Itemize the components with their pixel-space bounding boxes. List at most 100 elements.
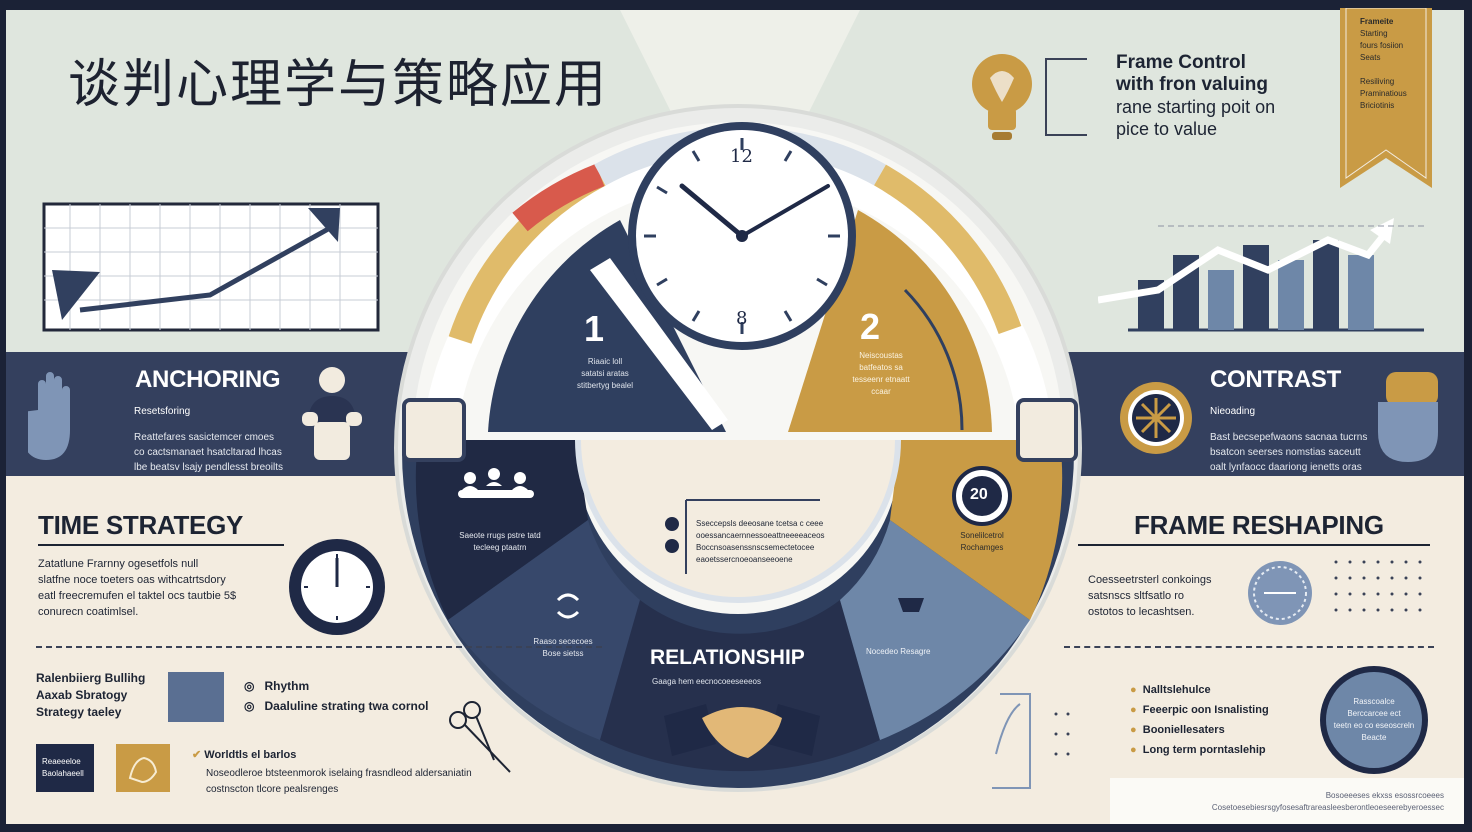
- right-dashed-divider: [1064, 646, 1434, 648]
- line-chart-icon: [42, 202, 380, 332]
- footer-line: Cosetoesebiesrsgyfosesaftrareasleesberon…: [1211, 803, 1444, 812]
- stopwatch-icon: [289, 539, 385, 635]
- frame-control-text: Frame Control with fron valuing rane sta…: [1116, 52, 1275, 140]
- bullet-list: ● Nalltslehulce ● Feeerpic oon Isnalisti…: [1130, 680, 1269, 760]
- contrast-body-line: oalt lynfaocc daariong ienetts oras: [1210, 462, 1362, 473]
- bullet-item: ● Long term porntaslehip: [1130, 740, 1269, 760]
- frame-reshaping-line: ostotos to lecashtsen.: [1088, 606, 1195, 618]
- bookmark-line: Seats: [1360, 53, 1381, 62]
- bookmark-ribbon: [1340, 8, 1432, 188]
- segment-badge-line: Rochamges: [960, 543, 1004, 552]
- bookmark-line: Resiliving: [1360, 77, 1395, 86]
- footer-line: Bosoeeeses ekxss esossrcoeees: [1325, 791, 1444, 800]
- check-icon: ✔: [192, 749, 205, 761]
- contrast-body-line: Bast becsepefwaons sacnaa tucrns: [1210, 432, 1368, 443]
- frame-reshaping-line: satsnscs sltfsatlo ro: [1088, 590, 1184, 602]
- relationship-subtitle: Gaaga hem eecnocoeeseeeos: [652, 677, 761, 686]
- sector-2-line: batfeatos sa: [859, 363, 903, 372]
- bookmark-line: fours fosiion: [1360, 41, 1404, 50]
- navy-box-label: Baolahaeell: [42, 769, 84, 778]
- segment-swirl-line: Raaso sececoes: [533, 637, 593, 646]
- bullet-dot-icon: ●: [1130, 724, 1143, 736]
- circle-badge-line: Beacte: [1361, 733, 1387, 742]
- clock-numeral-8: 8: [736, 308, 748, 329]
- anchoring-body-line: Reattefares sasictemcer cmoes: [134, 432, 275, 443]
- frame-control-line-3: rane starting poit on: [1116, 97, 1276, 117]
- anchoring-body-line: co cactsmanaet hsatcltarad lhcas: [134, 447, 282, 458]
- sector-number-2: 2: [860, 306, 881, 347]
- fist-icon: [1378, 372, 1438, 462]
- center-note-line: eaoetssercnoeoanseeoene: [696, 555, 793, 564]
- footer: Bosoeeeses ekxss esossrcoeees Cosetoeseb…: [1110, 790, 1444, 814]
- center-note-line: ooessancaernnessoeattneeeeaceos: [696, 531, 825, 540]
- relationship-title: RELATIONSHIP: [650, 646, 805, 669]
- color-swatch: [168, 672, 224, 722]
- center-note-line: Boccnsoasenssnscsemectetocee: [696, 543, 815, 552]
- frame-reshaping-underline: [1078, 544, 1430, 546]
- time-strategy-underline: [38, 544, 284, 546]
- segment-people-text: Saeote rrugs pstre tatd tecleeg ptaatrn: [440, 530, 560, 554]
- center-note: Sseccepsls deeosane tcetsa c ceee ooessa…: [696, 518, 826, 566]
- open-hand-icon: [28, 372, 70, 460]
- relationship-notes: Noseodleroe btsteenmorok iselaing frasnd…: [206, 766, 472, 798]
- segment-swirl-text: Raaso sececoes Bose sietss: [508, 636, 618, 660]
- time-strategy-line: Zatatlune Frarnny ogesetfols null: [38, 558, 199, 570]
- contrast-title: CONTRAST: [1210, 366, 1341, 393]
- frame-reshaping-body: Coesseetrsterl conkoings satsnscs sltfsa…: [1088, 572, 1212, 620]
- sector-2-text: Neiscoustas batfeatos sa tesseenr etnaat…: [836, 350, 926, 398]
- contrast-subtitle: Nieoading: [1210, 406, 1256, 417]
- frame-control-line-2: with fron valuing: [1116, 74, 1268, 95]
- lightbulb-icon: [972, 54, 1032, 140]
- segment-swirl-line: Bose sietss: [542, 649, 584, 658]
- scissors-icon: [449, 701, 511, 773]
- bookmark-line: Briciotinis: [1360, 101, 1395, 110]
- seal-badge-icon: [1248, 561, 1312, 625]
- circle-badge-text: Rasscoalce Berccarcee ect teetn eo co es…: [1330, 696, 1418, 744]
- left-dashed-divider: [36, 646, 602, 648]
- segment-cup-text: Nocedeo Resagre: [866, 647, 931, 656]
- contrast-dial-icon: [1120, 382, 1192, 454]
- legend: ◎ Rhythm ◎ Daaluline strating twa cornol: [244, 676, 429, 716]
- check-label: Worldtls el barlos: [204, 749, 297, 761]
- legend-marker: ◎: [244, 679, 265, 693]
- contrast-body: Bast becsepefwaons sacnaa tucrns bsatcon…: [1210, 430, 1367, 475]
- bullet-label: Booniellesaters: [1142, 724, 1225, 736]
- bracket-decoration: [1045, 58, 1087, 136]
- rb-note: costnscton tlcore pealsrenges: [206, 784, 339, 795]
- segment-people-line: Saeote rrugs pstre tatd: [459, 531, 541, 540]
- sector-number-1: 1: [584, 308, 605, 349]
- legend-label: Daaluline strating twa cornol: [264, 699, 429, 713]
- check-item: ✔ Worldtls el barlos: [192, 748, 296, 761]
- time-strategy-line: conurecn coatimlsel.: [38, 606, 139, 618]
- anchoring-subtitle: Resetsforing: [134, 406, 191, 417]
- bookmark-line: Frameite: [1360, 17, 1394, 26]
- bullet-dot-icon: ●: [1130, 744, 1143, 756]
- bullet-dot-icon: ●: [1130, 704, 1143, 716]
- relationship-building-lines: Ralenbiierg Bullihg Aaxab Sbratogy Strat…: [36, 670, 145, 721]
- time-strategy-line: slatfne noce toeters oas withcatrtsdory: [38, 574, 226, 586]
- sector-1-line: satatsi aratas: [581, 369, 629, 378]
- circle-badge: [1320, 666, 1428, 774]
- legend-deadline: ◎ Daaluline strating twa cornol: [244, 696, 429, 716]
- frame-reshaping-line: Coesseetrsterl conkoings: [1088, 574, 1212, 586]
- clock-numeral-12: 12: [730, 146, 753, 167]
- time-strategy-title: TIME STRATEGY: [38, 510, 244, 540]
- legend-rhythm: ◎ Rhythm: [244, 676, 429, 696]
- bullet-dot-icon: ●: [1130, 684, 1143, 696]
- circle-badge-line: teetn eo co eseoscreln: [1333, 721, 1415, 730]
- navy-box-label: Reaeeeloe: [42, 757, 81, 766]
- bullet-item: ● Booniellesaters: [1130, 720, 1269, 740]
- bullet-item: ● Nalltslehulce: [1130, 680, 1269, 700]
- segment-people-line: tecleeg ptaatrn: [473, 543, 527, 552]
- center-note-line: Sseccepsls deeosane tcetsa c ceee: [696, 519, 824, 528]
- sector-2-line: ccaar: [871, 387, 891, 396]
- page-title: 谈判心理学与策略应用: [68, 56, 609, 114]
- sector-2-line: Neiscoustas: [859, 351, 903, 360]
- bookmark-line: Praminatious: [1360, 89, 1407, 98]
- rb-line: Strategy taeley: [36, 705, 122, 719]
- sector-1-line: stitbertyg bealel: [576, 381, 634, 390]
- bookmark-line: Starting: [1360, 29, 1388, 38]
- dot-grid-decoration: [1334, 560, 1422, 612]
- circle-badge-line: Berccarcee ect: [1347, 709, 1401, 718]
